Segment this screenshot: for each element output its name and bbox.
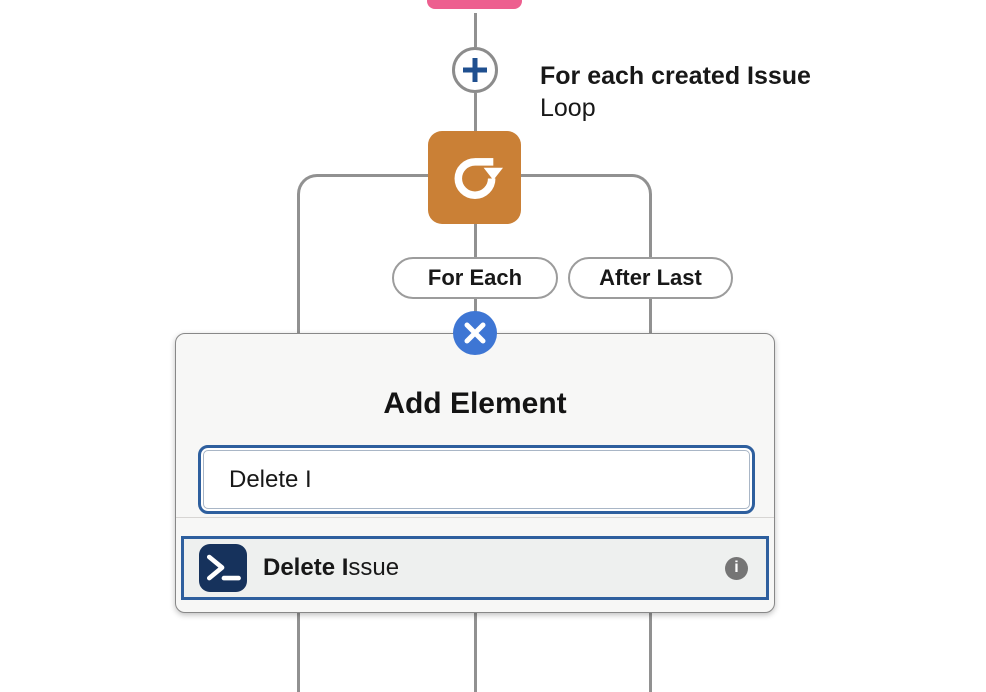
popup-title: Add Element	[383, 387, 567, 420]
popup-divider	[176, 517, 774, 518]
result-delete-issue[interactable]: Delete Issue i	[181, 536, 769, 600]
connector-loop-to-pill	[474, 224, 477, 257]
loop-node-label: For each created Issue Loop	[540, 60, 811, 124]
loop-node-type: Loop	[540, 94, 596, 122]
terminal-icon	[199, 544, 247, 592]
connector-plus-to-loop	[474, 93, 477, 131]
connector-bottom-left	[297, 613, 300, 692]
loop-node[interactable]	[428, 131, 521, 224]
info-glyph: i	[734, 559, 739, 576]
branch-label-after-last: After Last	[568, 257, 733, 299]
for-each-text: For Each	[427, 265, 523, 290]
info-icon[interactable]: i	[725, 556, 748, 580]
connector-after-last-branch	[521, 174, 652, 334]
plus-icon	[461, 56, 489, 84]
close-icon	[462, 320, 488, 346]
result-match-text: Delete I	[263, 554, 349, 581]
connector-bottom-right	[649, 613, 652, 692]
connector-top	[474, 13, 477, 47]
connector-for-each-branch	[297, 174, 428, 334]
loop-icon	[447, 150, 503, 206]
after-last-text: After Last	[599, 265, 702, 290]
close-popup-button[interactable]	[453, 311, 497, 355]
result-label: Delete Issue	[263, 554, 399, 582]
previous-node-partial[interactable]	[427, 0, 522, 9]
loop-node-title: For each created Issue	[540, 62, 811, 90]
add-element-plus-button[interactable]	[452, 47, 498, 93]
element-search-input[interactable]	[198, 445, 755, 514]
add-element-popup: Add Element Delete Issue i	[175, 333, 775, 613]
branch-label-for-each: For Each	[392, 257, 558, 299]
result-rest-text: ssue	[348, 554, 400, 581]
connector-bottom-center	[474, 613, 477, 692]
